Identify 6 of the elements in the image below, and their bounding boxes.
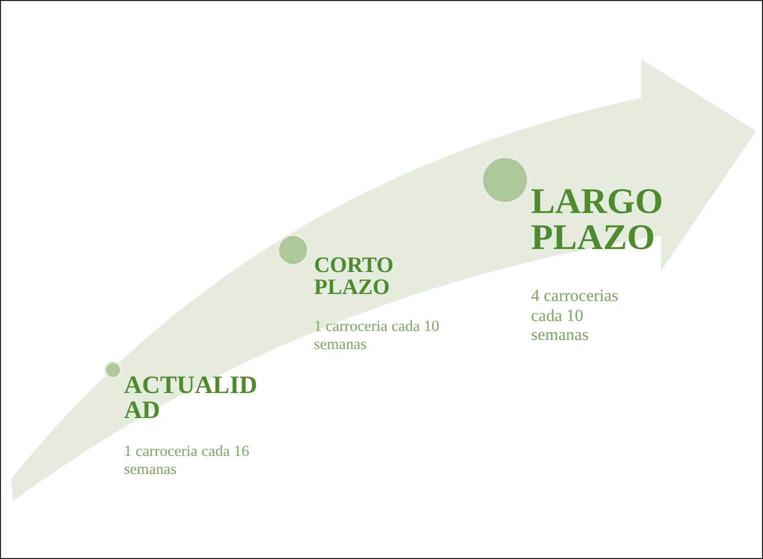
stage-heading: LARGO PLAZO [531, 183, 664, 255]
stage-description: 1 carroceria cada 10 semanas [314, 318, 440, 354]
stage-description: 4 carrocerias cada 10 semanas [531, 286, 620, 345]
stage-description: 1 carroceria cada 16 semanas [124, 443, 250, 479]
stage-heading: CORTO PLAZO [314, 254, 395, 298]
stage-heading: ACTUALIDAD [124, 373, 258, 423]
